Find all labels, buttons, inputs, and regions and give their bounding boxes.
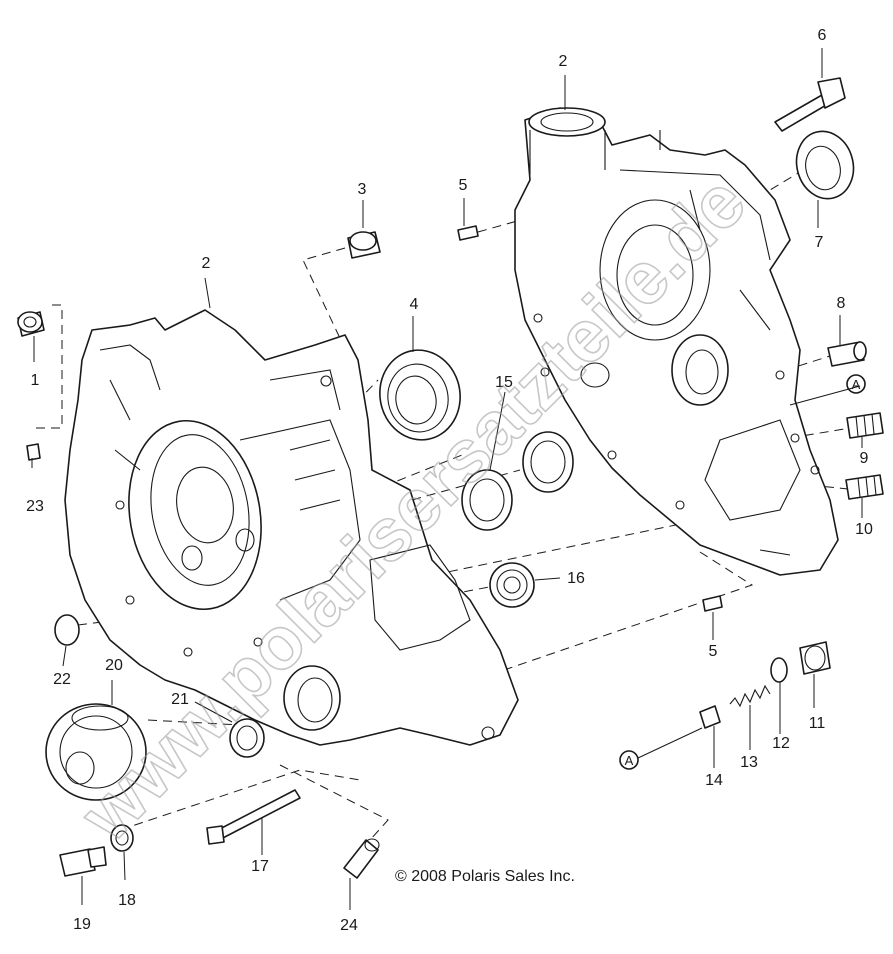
callout-3: 3 bbox=[358, 181, 367, 198]
callout-21: 21 bbox=[171, 691, 189, 708]
callout-19: 19 bbox=[73, 916, 91, 933]
dowel-8 bbox=[827, 341, 867, 367]
callout-13: 13 bbox=[740, 754, 758, 771]
left-crankcase-half bbox=[64, 309, 519, 746]
callout-12: 12 bbox=[772, 735, 790, 752]
callout-18: 18 bbox=[118, 892, 136, 909]
callout-labels: 1 2 2 3 4 5 5 6 7 8 9 10 11 12 13 14 15 … bbox=[26, 27, 873, 934]
ref-marker-a-top-label: A bbox=[852, 377, 861, 392]
leader-lines bbox=[31, 48, 863, 910]
washer-12 bbox=[770, 657, 788, 683]
drain-plug-19 bbox=[59, 846, 107, 877]
callout-4: 4 bbox=[410, 296, 419, 313]
callout-2-right: 2 bbox=[559, 53, 568, 70]
plug-22 bbox=[54, 614, 80, 646]
bearing-16 bbox=[489, 562, 535, 608]
spring-13 bbox=[729, 684, 771, 708]
washer-18 bbox=[110, 824, 134, 852]
plug-bolt-11 bbox=[799, 641, 831, 675]
bearing-15 bbox=[461, 431, 574, 531]
bushing-1 bbox=[17, 311, 45, 337]
bolt-17 bbox=[206, 789, 301, 845]
callout-14: 14 bbox=[705, 772, 723, 789]
bushing-3 bbox=[347, 231, 381, 259]
callout-2-left: 2 bbox=[202, 255, 211, 272]
callout-17: 17 bbox=[251, 858, 269, 875]
callout-7: 7 bbox=[815, 234, 824, 251]
callout-6: 6 bbox=[818, 27, 827, 44]
cover-20 bbox=[45, 703, 147, 801]
callout-22: 22 bbox=[53, 671, 71, 688]
callout-23: 23 bbox=[26, 498, 44, 515]
seal-7 bbox=[795, 130, 855, 200]
callout-9: 9 bbox=[860, 450, 869, 467]
callout-20: 20 bbox=[105, 657, 123, 674]
dowel-pin-23 bbox=[26, 443, 41, 461]
bolt-6 bbox=[774, 77, 846, 132]
copyright-notice: © 2008 Polaris Sales Inc. bbox=[395, 868, 575, 885]
seal-21 bbox=[229, 718, 265, 758]
right-crankcase-half bbox=[514, 107, 839, 576]
callout-24: 24 bbox=[340, 917, 358, 934]
callout-10: 10 bbox=[855, 521, 873, 538]
callout-5-bottom: 5 bbox=[709, 643, 718, 660]
callout-11: 11 bbox=[809, 715, 826, 732]
ref-marker-a-bottom-label: A bbox=[625, 753, 634, 768]
dowel-pin-5 bbox=[457, 225, 723, 612]
callout-15: 15 bbox=[495, 374, 513, 391]
callout-8: 8 bbox=[837, 295, 846, 312]
fitting-10 bbox=[845, 474, 884, 500]
fitting-9 bbox=[846, 412, 884, 439]
plunger-14 bbox=[699, 705, 721, 729]
bearing-4 bbox=[379, 349, 461, 441]
fitting-24 bbox=[343, 838, 380, 879]
callout-16: 16 bbox=[567, 570, 585, 587]
callout-5-top: 5 bbox=[459, 177, 468, 194]
callout-1: 1 bbox=[31, 372, 40, 389]
